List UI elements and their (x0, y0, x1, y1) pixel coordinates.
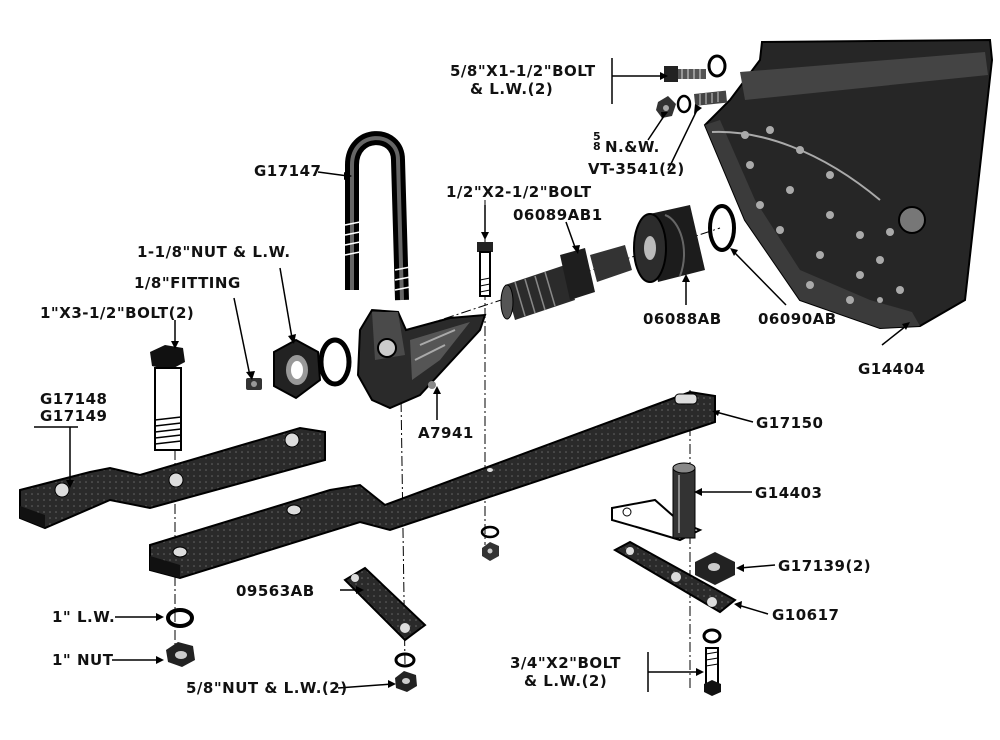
fitting-1-8-icon (246, 378, 262, 390)
bracket-a7941 (356, 308, 487, 410)
label-bolt-1-inch: 1"X3-1/2"BOLT(2) (40, 304, 195, 322)
label-g17149: G17149 (40, 407, 108, 425)
label-bolt-5-8: 5/8"X1-1/2"BOLT & L.W.(2) (450, 62, 596, 98)
label-bolt-5-8-line2: & L.W.(2) (470, 80, 554, 98)
label-bolt-3-4: 3/4"X2"BOLT & L.W.(2) (510, 654, 621, 690)
label-fitting: 1/8"FITTING (134, 274, 241, 292)
bolt-5-8-icon (664, 54, 727, 82)
label-nut-1-1-8: 1-1/8"NUT & L.W. (137, 243, 291, 261)
label-nut-1-inch: 1" NUT (52, 651, 114, 669)
bushing-06088ab (633, 205, 705, 283)
label-g17150: G17150 (756, 414, 824, 432)
label-g17148: G17148 (40, 390, 108, 408)
label-06090ab: 06090AB (758, 310, 837, 328)
u-bolt-g17147 (344, 131, 411, 301)
label-g14403: G14403 (755, 484, 823, 502)
label-lw-1-inch: 1" L.W. (52, 608, 116, 626)
nut-washer-5-8-icon (656, 90, 728, 118)
nut-1-1-8-icon (273, 337, 352, 400)
label-nut-5-8-fraction: 5 8 (593, 130, 602, 153)
bolt-1-2-icon (477, 242, 493, 297)
label-06088ab: 06088AB (643, 310, 722, 328)
weight-g14404 (703, 38, 994, 330)
plate-g10617 (612, 540, 737, 614)
label-g10617: G10617 (772, 606, 840, 624)
label-g17139: G17139(2) (778, 557, 872, 575)
bolt-1-inch-icon (150, 345, 185, 451)
bar-g17148-g17149 (19, 426, 326, 530)
label-nut-5-8: N.&W. (605, 138, 660, 156)
label-bolt-5-8-line1: 5/8"X1-1/2"BOLT (450, 62, 596, 80)
ring-06090ab (708, 204, 736, 252)
label-06089ab1: 06089AB1 (513, 206, 603, 224)
block-g17139 (695, 552, 735, 585)
leader-arrowheads (66, 72, 910, 688)
leader-lines (34, 58, 907, 692)
bar-g17150 (149, 390, 716, 580)
label-g14404: G14404 (858, 360, 926, 378)
label-vt3541: VT-3541(2) (588, 160, 685, 178)
label-bolt-3-4-line1: 3/4"X2"BOLT (510, 654, 621, 672)
label-nut-5-8-lw: 5/8"NUT & L.W.(2) (186, 679, 348, 697)
plate-09563ab (343, 566, 427, 642)
pin-g14403 (611, 462, 703, 542)
hardware-small (166, 525, 722, 696)
label-g17147: G17147 (254, 162, 322, 180)
label-bolt-3-4-line2: & L.W.(2) (524, 672, 608, 690)
shaft-06089ab1 (500, 245, 632, 320)
label-09563ab: 09563AB (236, 582, 315, 600)
label-a7941: A7941 (418, 424, 474, 442)
label-bolt-1-2: 1/2"X2-1/2"BOLT (446, 183, 592, 201)
